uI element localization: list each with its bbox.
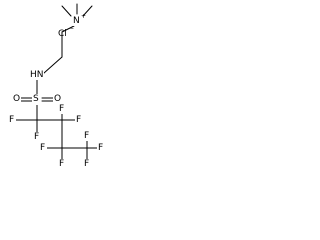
atom-labels: N + Cl − HN O S O F F F F F F F F F	[8, 13, 105, 169]
atom-fluorine-5: F	[40, 143, 45, 153]
bond-methyl-left	[61, 5, 72, 17]
atom-fluorine-1: F	[9, 115, 14, 125]
atom-fluorine-6: F	[59, 159, 64, 169]
atom-sulfur: S	[33, 94, 39, 104]
atom-chloride: Cl	[58, 29, 67, 39]
atom-fluorine-2: F	[34, 132, 39, 142]
atom-oxygen-right: O	[54, 94, 61, 104]
charge-n-plus: +	[81, 13, 86, 20]
chemical-structure-diagram: N + Cl − HN O S O F F F F F F F F F	[8, 3, 105, 169]
atom-n-plus: N	[73, 16, 80, 26]
atom-fluorine-7: F	[84, 131, 89, 141]
bond-c2-c3	[43, 56, 63, 74]
bond-n-c1	[61, 25, 75, 33]
charge-chloride: −	[69, 25, 74, 32]
atom-fluorine-4: F	[76, 115, 81, 125]
atom-fluorine-9: F	[84, 159, 89, 169]
atom-fluorine-3: F	[59, 104, 64, 114]
atom-nh: HN	[30, 70, 44, 80]
bond-methyl-right	[82, 5, 93, 17]
atom-fluorine-8: F	[98, 143, 103, 153]
atom-oxygen-left: O	[13, 94, 20, 104]
